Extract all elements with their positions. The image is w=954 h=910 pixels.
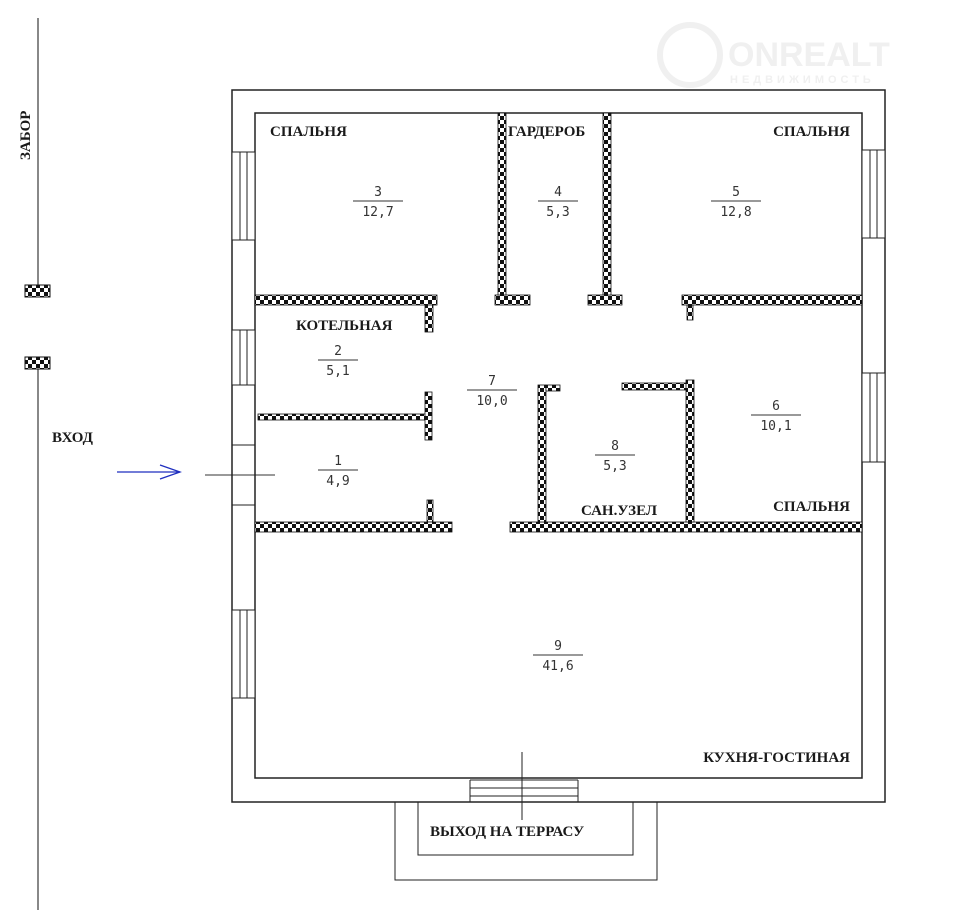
room-7-area: 710,0 xyxy=(467,374,517,409)
svg-text:5,3: 5,3 xyxy=(546,205,569,220)
watermark-subtitle: НЕДВИЖИМОСТЬ xyxy=(730,74,875,86)
svg-text:9: 9 xyxy=(554,639,562,654)
fence xyxy=(24,18,51,910)
interior-walls xyxy=(254,112,863,533)
room-6-name: СПАЛЬНЯ xyxy=(773,499,850,515)
svg-text:6: 6 xyxy=(772,399,780,414)
svg-text:10,0: 10,0 xyxy=(476,394,507,409)
svg-text:4,9: 4,9 xyxy=(326,474,349,489)
room-5-area: 512,8 xyxy=(711,185,761,220)
entrance-label: ВХОД xyxy=(52,430,94,446)
fence-label: ЗАБОР xyxy=(18,111,34,160)
svg-text:5,1: 5,1 xyxy=(326,364,349,379)
room-5-name: СПАЛЬНЯ xyxy=(773,124,850,140)
svg-text:1: 1 xyxy=(334,454,342,469)
svg-text:5,3: 5,3 xyxy=(603,459,626,474)
svg-text:10,1: 10,1 xyxy=(760,419,791,434)
svg-text:5: 5 xyxy=(732,185,740,200)
svg-text:41,6: 41,6 xyxy=(542,659,573,674)
svg-text:2: 2 xyxy=(334,344,342,359)
room-4-area: 45,3 xyxy=(538,185,578,220)
entrance-arrow-icon xyxy=(117,464,182,480)
room-1-area: 14,9 xyxy=(318,454,358,489)
room-2-name: КОТЕЛЬНАЯ xyxy=(296,318,393,334)
room-9-area: 941,6 xyxy=(533,639,583,674)
room-9-name: КУХНЯ-ГОСТИНАЯ xyxy=(703,750,850,766)
windows xyxy=(231,149,886,699)
terrace xyxy=(394,752,658,881)
room-2-area: 25,1 xyxy=(318,344,358,379)
svg-text:4: 4 xyxy=(554,185,562,200)
room-6-area: 610,1 xyxy=(751,399,801,434)
room-areas: 14,9 25,1 312,7 45,3 512,8 610,1 710,0 8… xyxy=(318,185,801,674)
svg-text:12,7: 12,7 xyxy=(362,205,393,220)
room-8-name: САН.УЗЕЛ xyxy=(581,503,657,519)
terrace-exit-label: ВЫХОД НА ТЕРРАСУ xyxy=(430,824,584,840)
svg-text:3: 3 xyxy=(374,185,382,200)
svg-text:8: 8 xyxy=(611,439,619,454)
room-3-name: СПАЛЬНЯ xyxy=(270,124,347,140)
watermark-brand: ONREALT xyxy=(728,36,890,74)
room-4-name: ГАРДЕРОБ xyxy=(508,124,585,140)
svg-text:7: 7 xyxy=(488,374,496,389)
svg-text:12,8: 12,8 xyxy=(720,205,751,220)
room-3-area: 312,7 xyxy=(353,185,403,220)
watermark-logo: ONREALT НЕДВИЖИМОСТЬ xyxy=(657,22,890,88)
room-8-area: 85,3 xyxy=(595,439,635,474)
